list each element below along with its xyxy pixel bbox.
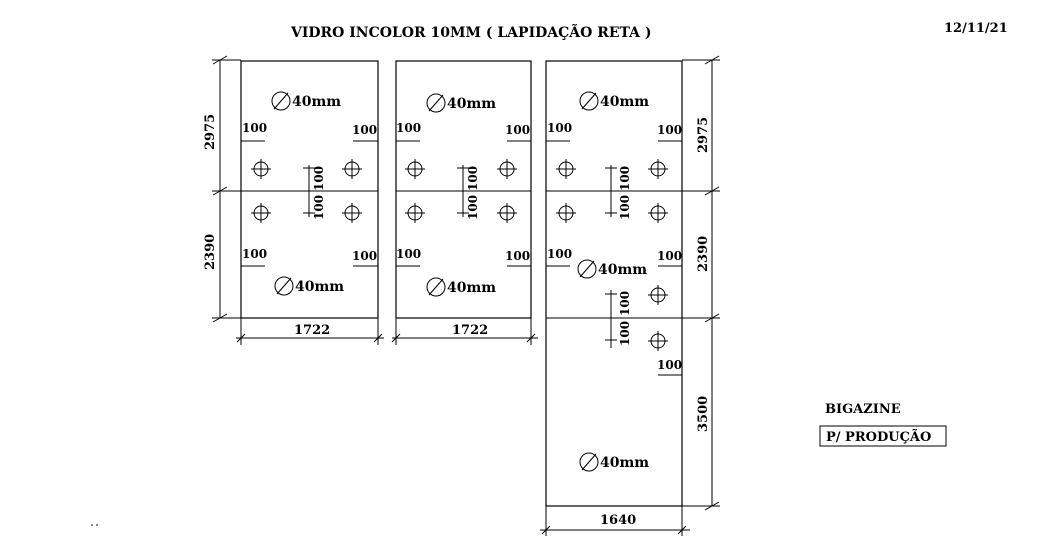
offset-label: 100 bbox=[396, 121, 421, 135]
drawing-date: 12/11/21 bbox=[944, 21, 1008, 36]
hole-diameter-icon bbox=[274, 276, 294, 296]
drill-hole bbox=[251, 159, 271, 179]
offset-label: 100 bbox=[312, 166, 326, 191]
offset-label: 100 bbox=[618, 291, 632, 316]
height-lower-left: 2390 bbox=[203, 234, 218, 270]
glass-panel-2: 40mm 40mm 100 100 100 100 100 100 bbox=[395, 60, 532, 319]
drill-hole bbox=[342, 159, 362, 179]
drill-hole bbox=[497, 203, 517, 223]
offset-label: 100 bbox=[618, 321, 632, 346]
offset-label: 100 bbox=[352, 123, 377, 137]
offset-label: 100 bbox=[657, 123, 682, 137]
offset-label: 100 bbox=[466, 166, 480, 191]
drawing-title: VIDRO INCOLOR 10MM ( LAPIDAÇÃO RETA ) bbox=[290, 22, 652, 41]
drill-hole bbox=[648, 331, 668, 351]
height-lower-right: 2390 bbox=[696, 236, 711, 272]
height-upper-left: 2975 bbox=[203, 114, 218, 150]
offset-label: 100 bbox=[466, 195, 480, 220]
panel-width-3: 1640 bbox=[600, 513, 636, 528]
hole-label: 40mm bbox=[447, 96, 496, 112]
glass-panel-3: 40mm 40mm 40mm 100 100 100 100 100 100 1… bbox=[545, 60, 683, 507]
drill-hole bbox=[556, 159, 576, 179]
hole-diameter-icon bbox=[579, 91, 599, 111]
dimension-left: 2975 2390 bbox=[203, 55, 241, 323]
stray-mark bbox=[96, 524, 98, 526]
dimension-right: 2975 2390 3500 bbox=[682, 55, 720, 511]
drill-hole bbox=[648, 203, 668, 223]
drill-hole bbox=[405, 159, 425, 179]
client-name: BIGAZINE bbox=[825, 402, 901, 417]
hole-diameter-icon bbox=[271, 91, 291, 111]
drill-hole bbox=[648, 159, 668, 179]
hole-label: 40mm bbox=[600, 455, 649, 471]
drill-hole bbox=[251, 203, 271, 223]
offset-label: 100 bbox=[657, 249, 682, 263]
offset-label: 100 bbox=[352, 249, 377, 263]
offset-label: 100 bbox=[618, 166, 632, 191]
height-upper-right: 2975 bbox=[696, 117, 711, 153]
status-box bbox=[819, 425, 947, 447]
hole-label: 40mm bbox=[447, 280, 496, 296]
glass-panel-1: 40mm 40mm 100 100 100 100 100 100 bbox=[240, 60, 379, 319]
hole-label: 40mm bbox=[600, 94, 649, 110]
hole-label: 40mm bbox=[598, 262, 647, 278]
dimension-width-2: 1722 bbox=[391, 318, 538, 345]
offset-label: 100 bbox=[547, 247, 572, 261]
offset-label: 100 bbox=[505, 249, 530, 263]
offset-label: 100 bbox=[396, 247, 421, 261]
hole-diameter-icon bbox=[579, 452, 599, 472]
dimension-width-3: 1640 bbox=[540, 506, 690, 536]
drill-hole bbox=[405, 203, 425, 223]
drill-hole bbox=[497, 159, 517, 179]
offset-label: 100 bbox=[547, 121, 572, 135]
offset-label: 100 bbox=[242, 247, 267, 261]
status-label: P/ PRODUÇÃO bbox=[826, 429, 931, 445]
stray-mark bbox=[91, 524, 93, 526]
drill-hole bbox=[556, 203, 576, 223]
drill-hole bbox=[648, 285, 668, 305]
drill-hole bbox=[342, 203, 362, 223]
offset-label: 100 bbox=[618, 195, 632, 220]
offset-label: 100 bbox=[657, 358, 682, 372]
hole-diameter-icon bbox=[426, 93, 446, 113]
panel-width-2: 1722 bbox=[452, 323, 488, 338]
panel-width-1: 1722 bbox=[294, 323, 330, 338]
offset-label: 100 bbox=[242, 121, 267, 135]
offset-label: 100 bbox=[505, 123, 530, 137]
dimension-width-1: 1722 bbox=[236, 318, 384, 345]
hole-diameter-icon bbox=[426, 277, 446, 297]
offset-label: 100 bbox=[312, 195, 326, 220]
height-bottom-right: 3500 bbox=[696, 396, 711, 432]
hole-diameter-icon bbox=[577, 259, 597, 279]
hole-label: 40mm bbox=[295, 279, 344, 295]
hole-label: 40mm bbox=[292, 94, 341, 110]
